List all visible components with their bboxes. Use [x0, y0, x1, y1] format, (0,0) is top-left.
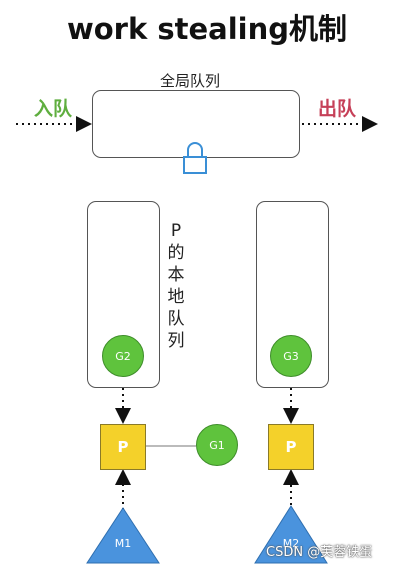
processor-p2: P: [268, 424, 314, 470]
goroutine-g3: G3: [270, 335, 312, 377]
local-queue-label-char: 队: [167, 309, 185, 329]
machine-m1: [86, 507, 160, 564]
dequeue-label: 出队: [318, 98, 357, 120]
local-queue-label-char: 的: [167, 243, 185, 263]
diagram-title: work stealing机制: [66, 12, 348, 46]
local-queue-1: [87, 201, 160, 388]
processor-p1: P: [100, 424, 146, 470]
local-queue-label-char: 地: [167, 287, 185, 307]
local-queue-label-char: P: [170, 221, 182, 241]
machine-m2-label: M2: [282, 537, 300, 550]
local-queue-label: P 的 本 地 队 列: [166, 220, 186, 352]
machine-m1-label: M1: [114, 537, 132, 550]
goroutine-g1: G1: [196, 424, 238, 466]
local-queue-label-char: 本: [167, 265, 185, 285]
global-queue-label: 全局队列: [160, 72, 221, 90]
watermark: CSDN @芙蓉铁蛋: [266, 545, 373, 560]
local-queue-label-char: 列: [167, 331, 185, 351]
machine-m2: [254, 505, 328, 564]
lock-icon: [183, 142, 207, 174]
goroutine-g2: G2: [102, 335, 144, 377]
enqueue-label: 入队: [34, 98, 73, 120]
